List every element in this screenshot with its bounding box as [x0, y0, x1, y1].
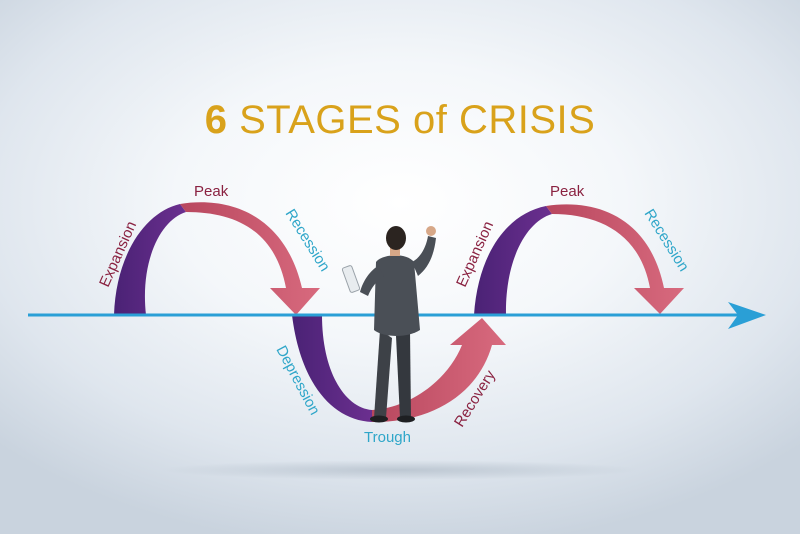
floor-shadow: [160, 460, 640, 480]
recovery-arrow: [372, 318, 506, 423]
label-peak-1: Peak: [194, 183, 229, 200]
expansion-arc-2: [474, 206, 552, 315]
depression-arc: [292, 315, 372, 422]
recession-arrow-2: [546, 204, 684, 314]
label-peak-2: Peak: [550, 183, 585, 200]
expansion-arc-1: [114, 204, 186, 315]
title-number: 6: [204, 98, 228, 142]
title-text: STAGES of CRISIS: [239, 98, 596, 142]
timeline-arrowhead: [728, 302, 766, 329]
recession-arrow-1: [180, 202, 320, 315]
page-title: 6 STAGES of CRISIS: [0, 98, 800, 143]
businessman-figure: [341, 226, 436, 423]
label-trough: Trough: [364, 429, 411, 446]
